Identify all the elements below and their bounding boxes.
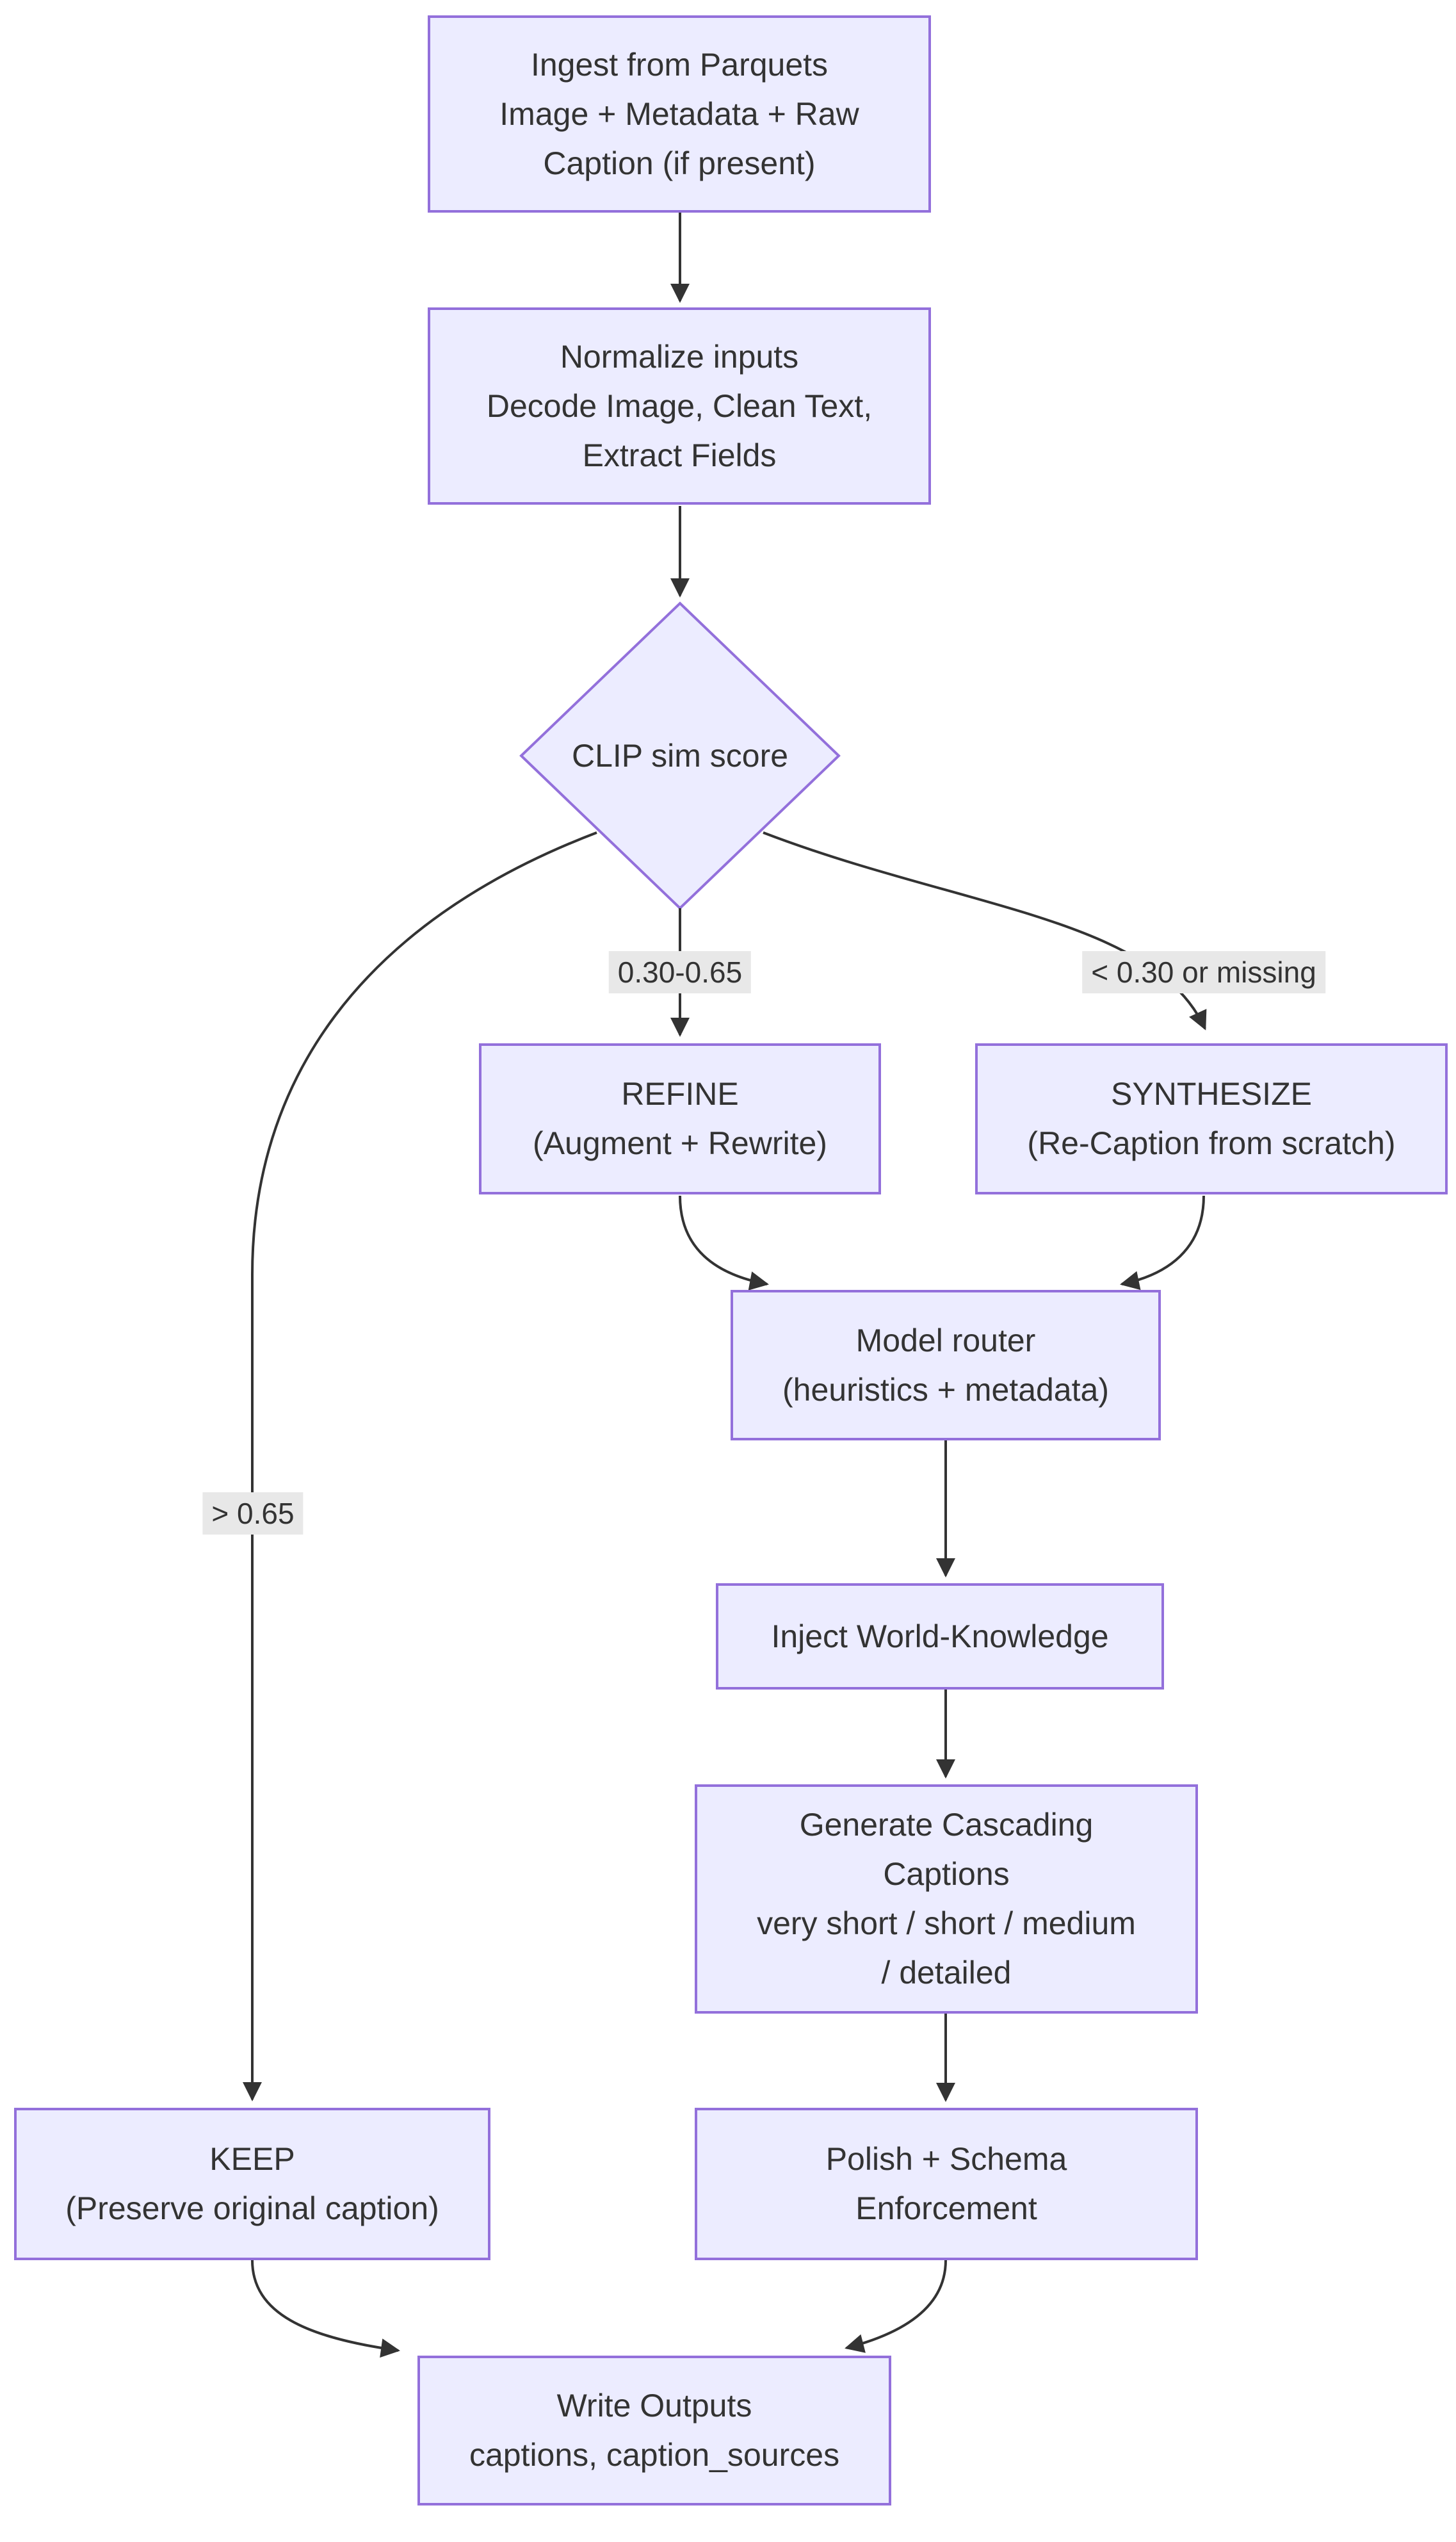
decision-clip-sim-score-label: CLIP sim score: [571, 738, 789, 774]
node-text-line: Model router: [855, 1322, 1036, 1358]
node-synthesize: SYNTHESIZE (Re-Caption from scratch): [975, 1043, 1448, 1194]
node-text-line: very short / short / medium: [757, 1905, 1136, 1941]
node-text-line: Decode Image, Clean Text,: [486, 387, 873, 424]
edge-clip-to-synthesize: [763, 831, 1207, 1031]
node-text-line: KEEP: [209, 2141, 295, 2177]
edge-label-low-or-missing: < 0.30 or missing: [1082, 951, 1325, 993]
node-keep: KEEP (Preserve original caption): [14, 2108, 490, 2260]
node-text-line: Write Outputs: [556, 2388, 752, 2424]
node-ingest-from-parquets: Ingest from Parquets Image + Metadata + …: [428, 15, 931, 213]
node-text-line: Generate Cascading: [799, 1807, 1094, 1843]
node-text-line: Caption (if present): [543, 145, 816, 181]
node-text-line: Enforcement: [855, 2190, 1037, 2226]
node-text-line: SYNTHESIZE: [1111, 1076, 1312, 1112]
node-text-line: Normalize inputs: [560, 338, 799, 375]
edge-synthesize-to-router: [1120, 1195, 1205, 1291]
node-text-line: Ingest from Parquets: [530, 46, 829, 83]
node-refine: REFINE (Augment + Rewrite): [479, 1043, 881, 1194]
node-text-line: Polish + Schema: [825, 2141, 1067, 2177]
node-text-line: Image + Metadata + Raw: [499, 95, 859, 132]
node-text-line: (Preserve original caption): [65, 2190, 439, 2226]
node-text-line: REFINE: [621, 1076, 739, 1112]
node-text-line: captions, caption_sources: [469, 2437, 840, 2473]
node-write-outputs: Write Outputs captions, caption_sources: [417, 2356, 891, 2505]
edge-keep-to-write: [251, 2260, 400, 2358]
node-polish-schema-enforcement: Polish + Schema Enforcement: [695, 2108, 1198, 2260]
node-normalize-inputs: Normalize inputs Decode Image, Clean Tex…: [428, 307, 931, 505]
node-text-line: (heuristics + metadata): [782, 1371, 1109, 1408]
edge-label-high: > 0.65: [202, 1492, 303, 1535]
node-text-line: Extract Fields: [582, 437, 777, 473]
edge-clip-to-keep: [243, 831, 597, 2101]
node-text-line: (Re-Caption from scratch): [1027, 1125, 1396, 1161]
node-text-line: Captions: [883, 1856, 1010, 1892]
edge-polish-to-write: [845, 2260, 947, 2353]
node-text-line: / detailed: [881, 1955, 1012, 1991]
edge-label-mid-range: 0.30-0.65: [608, 951, 752, 993]
node-model-router: Model router (heuristics + metadata): [731, 1290, 1161, 1440]
edge-refine-to-router: [679, 1195, 769, 1291]
node-text-line: Inject World-Knowledge: [771, 1618, 1109, 1654]
node-text-line: (Augment + Rewrite): [533, 1125, 827, 1161]
node-inject-world-knowledge: Inject World-Knowledge: [716, 1583, 1164, 1690]
node-generate-cascading-captions: Generate Cascading Captions very short /…: [695, 1784, 1198, 2014]
